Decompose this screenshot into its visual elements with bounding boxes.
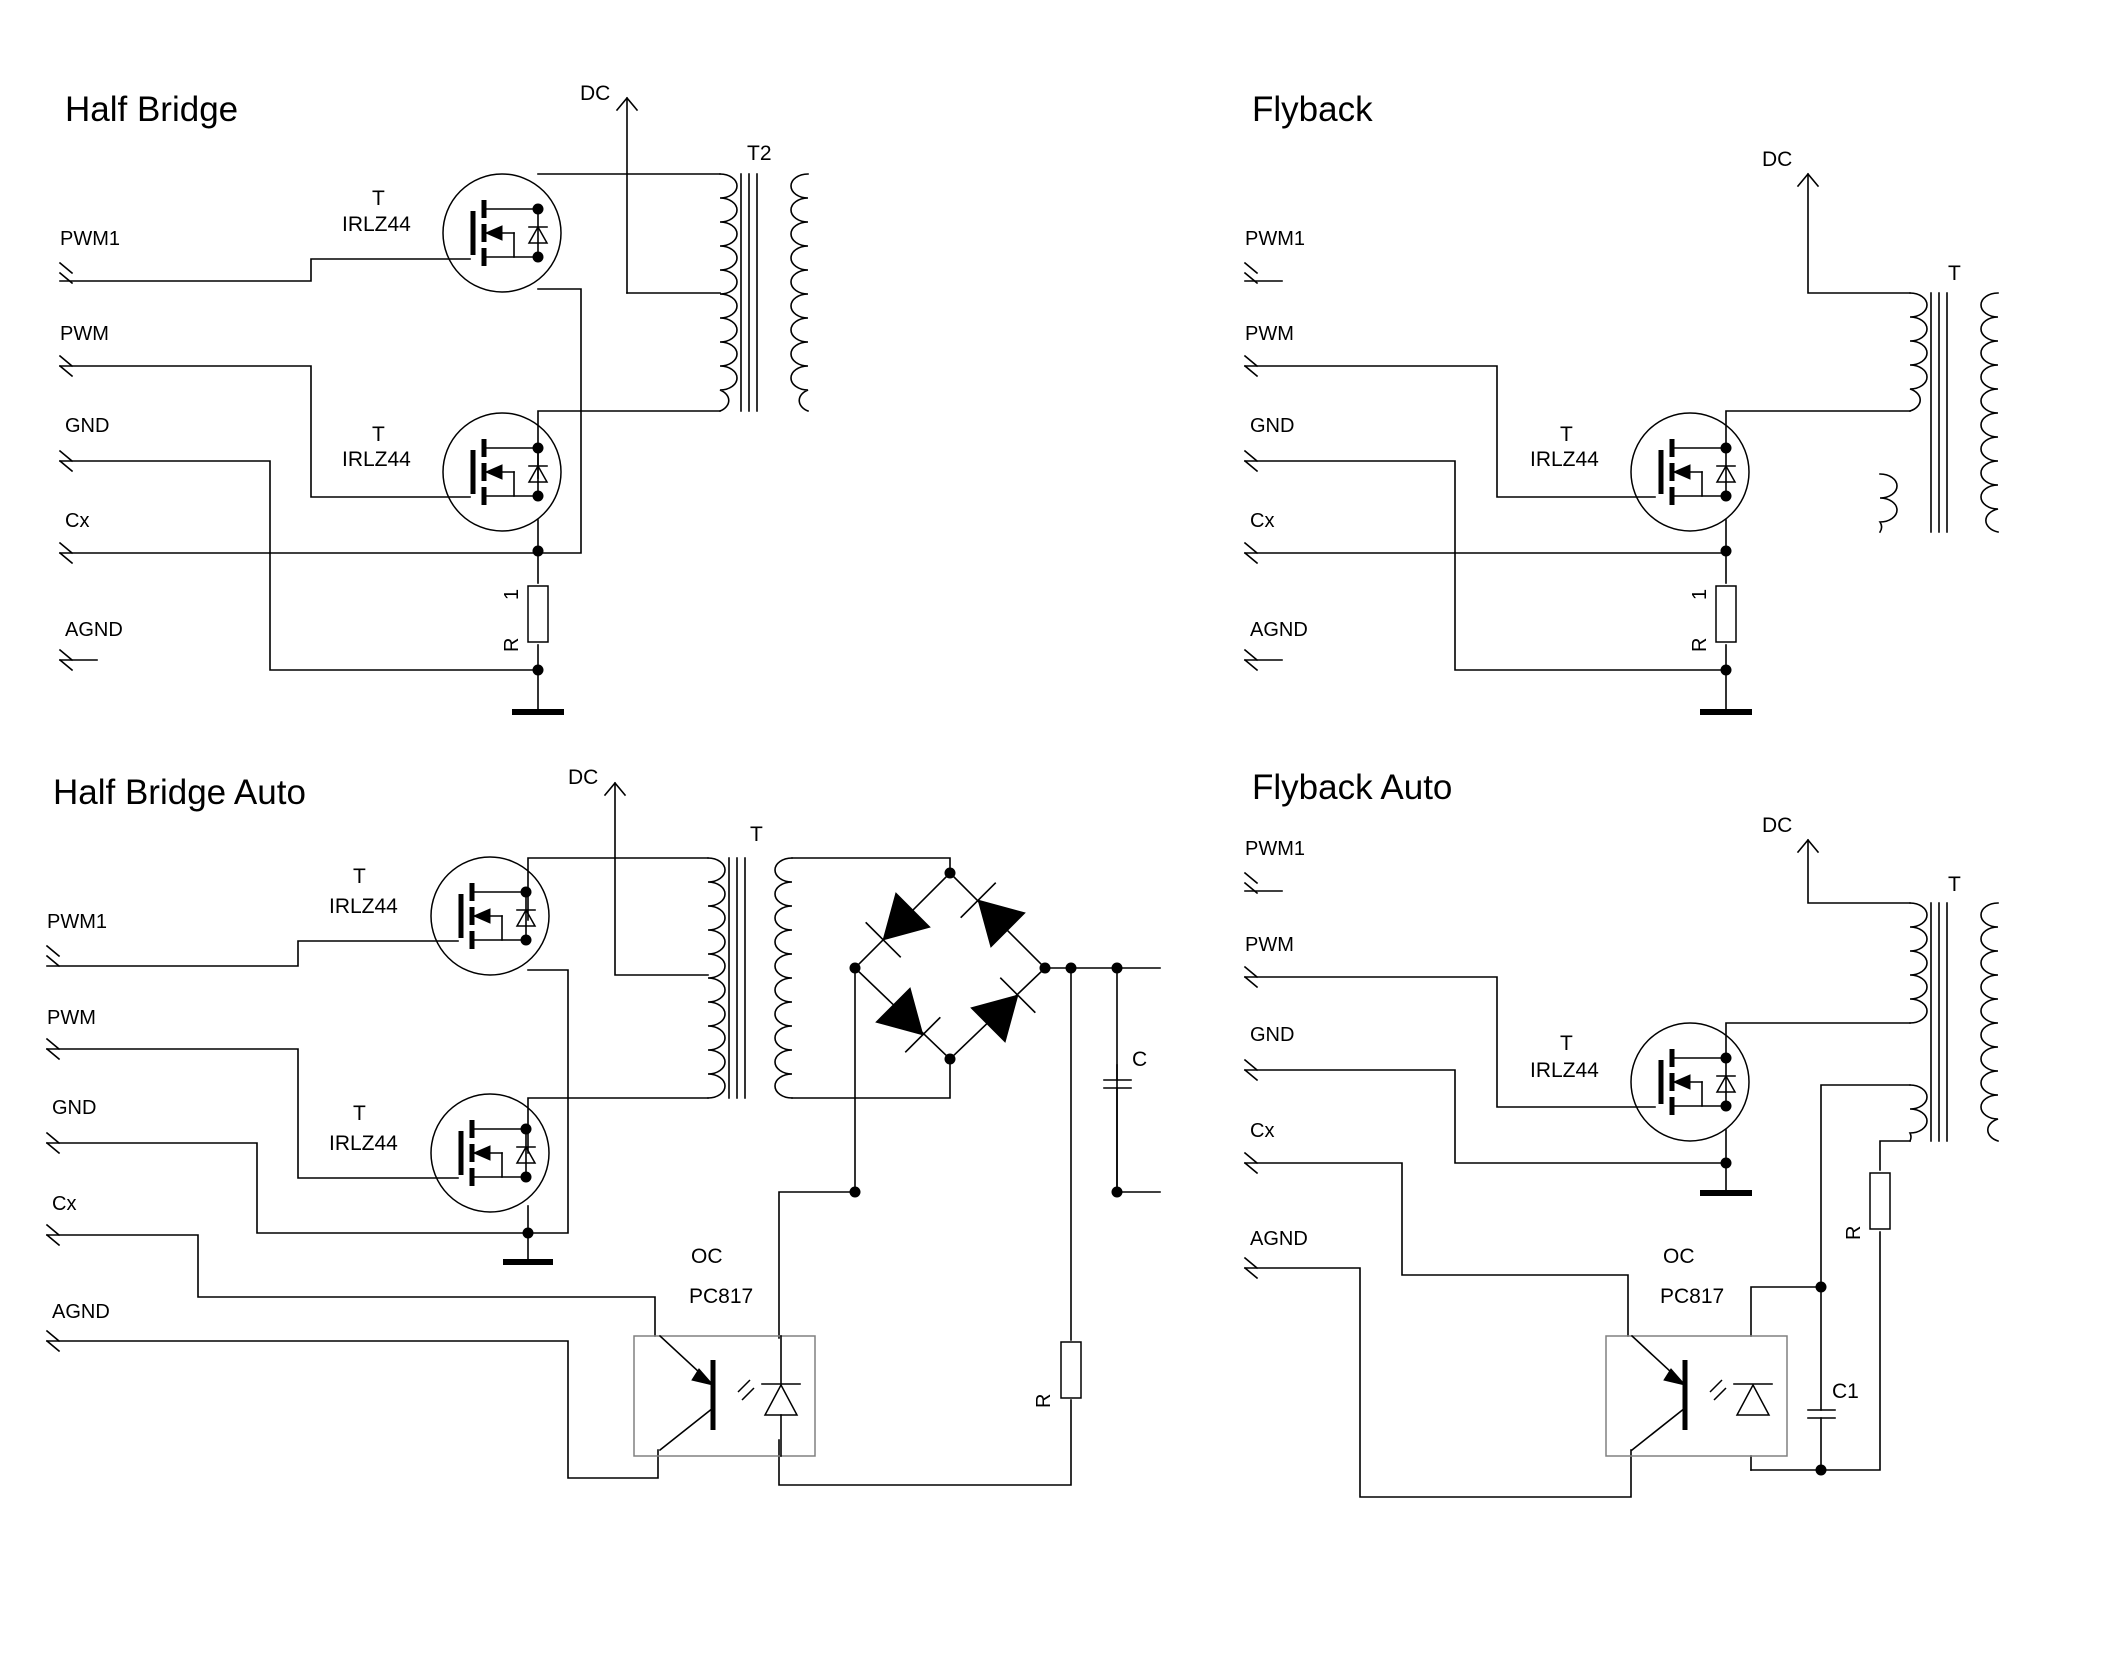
optocoupler-ref: OC [1663,1245,1695,1268]
transformer-t2 [718,173,810,413]
wires [1244,172,1911,715]
resistor-value: 1 [1689,589,1711,600]
fet-top-ref: T [353,865,366,888]
port-agnd-label: AGND [52,1301,110,1323]
fet-part: IRLZ44 [1530,448,1599,471]
dc-label: DC [1762,148,1792,171]
port-pwm-label: PWM [1245,323,1294,345]
transformer-label: T [750,823,763,846]
port-cx-label: Cx [65,510,89,532]
port-gnd-label: GND [1250,415,1294,437]
fet-bot-part: IRLZ44 [342,448,411,471]
flyback-auto-diagram: Flyback Auto PWM1 PWM GND Cx AGND [1243,768,2000,1498]
port-arrows [1243,261,1283,672]
bridge-rectifier [853,871,1047,1061]
port-arrows [1243,871,1283,1280]
dc-label: DC [1762,814,1792,837]
port-pwm-label: PWM [60,323,109,345]
half-bridge-auto-title: Half Bridge Auto [53,773,306,812]
fet-top-ref: T [372,187,385,210]
port-gnd-label: GND [1250,1024,1294,1046]
port-agnd-label: AGND [65,619,123,641]
fet-top-part: IRLZ44 [342,213,411,236]
fet-part: IRLZ44 [1530,1059,1599,1082]
half-bridge-auto-diagram: Half Bridge Auto PWM1 PWM GND Cx AGND [45,766,1161,1486]
fet-top-part: IRLZ44 [329,895,398,918]
port-pwm1-label: PWM1 [1245,838,1305,860]
wires [59,96,721,715]
port-gnd-label: GND [65,415,109,437]
half-bridge-title: Half Bridge [65,90,238,129]
resistor-ref: R [501,638,523,652]
optocoupler-part: PC817 [689,1285,753,1308]
transformer [1908,902,2000,1143]
resistor-ref: R [1689,638,1711,652]
port-cx-label: Cx [1250,1120,1274,1142]
port-gnd-label: GND [52,1097,96,1119]
flyback-title: Flyback [1252,90,1373,129]
resistor-value: 1 [501,589,523,600]
port-arrows [45,944,61,1353]
fet-ref: T [1560,1032,1573,1055]
fet-bot-ref: T [353,1102,366,1125]
half-bridge-diagram: Half Bridge PWM1 PWM GND Cx AGND [58,82,810,715]
optocoupler-ref: OC [691,1245,723,1268]
port-arrows [58,261,98,672]
transformer [1878,292,1999,534]
fet-bot-ref: T [372,423,385,446]
port-pwm1-label: PWM1 [47,911,107,933]
dc-label: DC [580,82,610,105]
resistor-label: R [1843,1226,1865,1240]
dc-label: DC [568,766,598,789]
capacitor-label: C1 [1832,1380,1859,1403]
fet-ref: T [1560,423,1573,446]
transformer [707,857,793,1099]
flyback-auto-title: Flyback Auto [1252,768,1452,807]
flyback-diagram: Flyback PWM1 PWM GND Cx AGND T IRLZ44 [1243,90,1999,715]
port-agnd-label: AGND [1250,619,1308,641]
transformer-label: T [1948,873,1961,896]
port-pwm1-label: PWM1 [1245,228,1305,250]
wires [46,781,1161,1486]
port-pwm-label: PWM [1245,934,1294,956]
port-cx-label: Cx [52,1193,76,1215]
optocoupler [1605,1334,1788,1457]
port-pwm1-label: PWM1 [60,228,120,250]
port-cx-label: Cx [1250,510,1274,532]
transformer-label: T [1948,262,1961,285]
wires [1244,838,1911,1498]
port-agnd-label: AGND [1250,1228,1308,1250]
port-pwm-label: PWM [47,1007,96,1029]
resistor-label: R [1033,1394,1055,1408]
capacitor-label: C [1132,1048,1147,1071]
fet-bot-part: IRLZ44 [329,1132,398,1155]
transformer-label: T2 [747,142,772,165]
optocoupler [633,1334,816,1457]
optocoupler-part: PC817 [1660,1285,1724,1308]
